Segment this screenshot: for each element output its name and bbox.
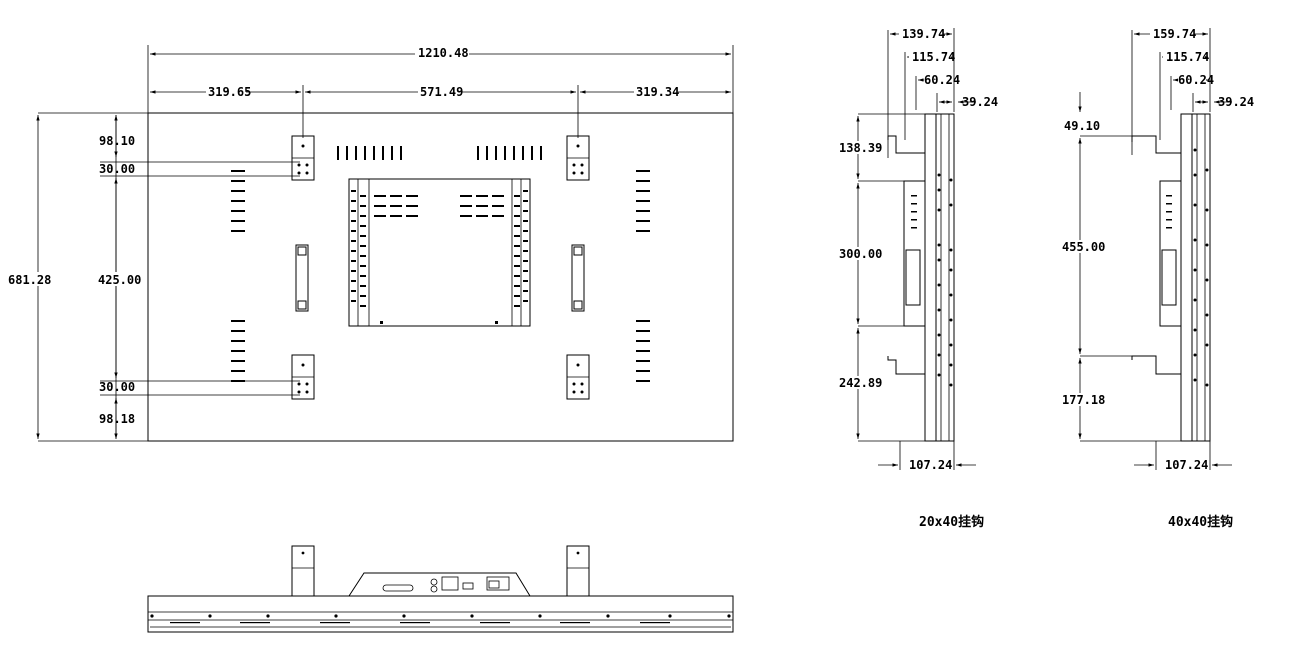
wall-bracket-top-left: [291, 135, 315, 181]
top-margin-label: 98.10: [99, 134, 135, 148]
side20-caption: 20x40挂钩: [919, 514, 984, 530]
side20-dim-mid: 300.00: [839, 247, 882, 261]
bottom-rail-dots: [150, 614, 731, 624]
bottom-bracket-left: [291, 545, 315, 597]
vent-column-left-lower: [231, 320, 245, 382]
side40-dim-a: 159.74: [1153, 27, 1196, 41]
vent-slots-top-left: [337, 146, 402, 160]
side20-dim-b: 115.74: [912, 50, 955, 64]
side40-dim-c: 60.24: [1178, 73, 1214, 87]
side40-caption: 40x40挂钩: [1168, 514, 1233, 530]
front-view: 1210.48 319.65 571.49 319.34 681.28: [8, 45, 734, 442]
vent-column-right-upper: [636, 170, 650, 232]
dim-overall-width: 1210.48: [147, 45, 734, 113]
segment-left-label: 319.65: [208, 85, 251, 99]
side20-dim-top: 138.39: [839, 141, 882, 155]
side20-dim-c: 60.24: [924, 73, 960, 87]
side40-dim-mid: 455.00: [1062, 240, 1105, 254]
vent-slots-top-right: [477, 146, 542, 160]
bottom-panel-body: [147, 595, 734, 633]
segment-right-label: 319.34: [636, 85, 679, 99]
bottom-view: [147, 545, 734, 633]
side40-dim-base: 107.24: [1165, 458, 1208, 472]
bracket-spacing-bottom-label: 30.00: [99, 380, 135, 394]
connector-housing: [348, 572, 531, 597]
wall-bracket-bottom-right: [566, 354, 590, 400]
side20-dim-d: 39.24: [962, 95, 998, 109]
segment-middle-label: 571.49: [420, 85, 463, 99]
center-distance-label: 425.00: [98, 273, 141, 287]
side20-dim-bot: 242.89: [839, 376, 882, 390]
dim-overall-height: 681.28: [8, 112, 148, 442]
wall-bracket-top-right: [566, 135, 590, 181]
bottom-margin-label: 98.18: [99, 412, 135, 426]
side40-dim-d: 39.24: [1218, 95, 1254, 109]
side40-dim-top: 49.10: [1064, 119, 1100, 133]
overall-width-label: 1210.48: [418, 46, 469, 60]
side40-dim-bot: 177.18: [1062, 393, 1105, 407]
side-view-20x40: 139.74 115.74 60.24 39.24 138.39 3: [838, 27, 998, 530]
bracket-spacing-top-label: 30.00: [99, 162, 135, 176]
overall-height-label: 681.28: [8, 273, 51, 287]
side20-dim-a: 139.74: [902, 27, 945, 41]
vent-column-right-lower: [636, 320, 650, 382]
side40-dim-b: 115.74: [1166, 50, 1209, 64]
side-rail-right: [571, 244, 585, 312]
wall-bracket-bottom-left: [291, 354, 315, 400]
bottom-bracket-right: [566, 545, 590, 597]
panel-outline: [147, 112, 734, 442]
electronics-box: [348, 178, 531, 327]
dim-left-stack: 98.10 30.00 425.00 30.00 98.18: [96, 115, 300, 439]
vent-column-left-upper: [231, 170, 245, 232]
side-rail-left: [295, 244, 309, 312]
dim-segments: 319.65 571.49 319.34: [150, 84, 731, 138]
side-view-40x40: 159.74 115.74 60.24 39.24 49.10 455.00 1…: [1060, 27, 1254, 530]
side20-dim-base: 107.24: [909, 458, 952, 472]
